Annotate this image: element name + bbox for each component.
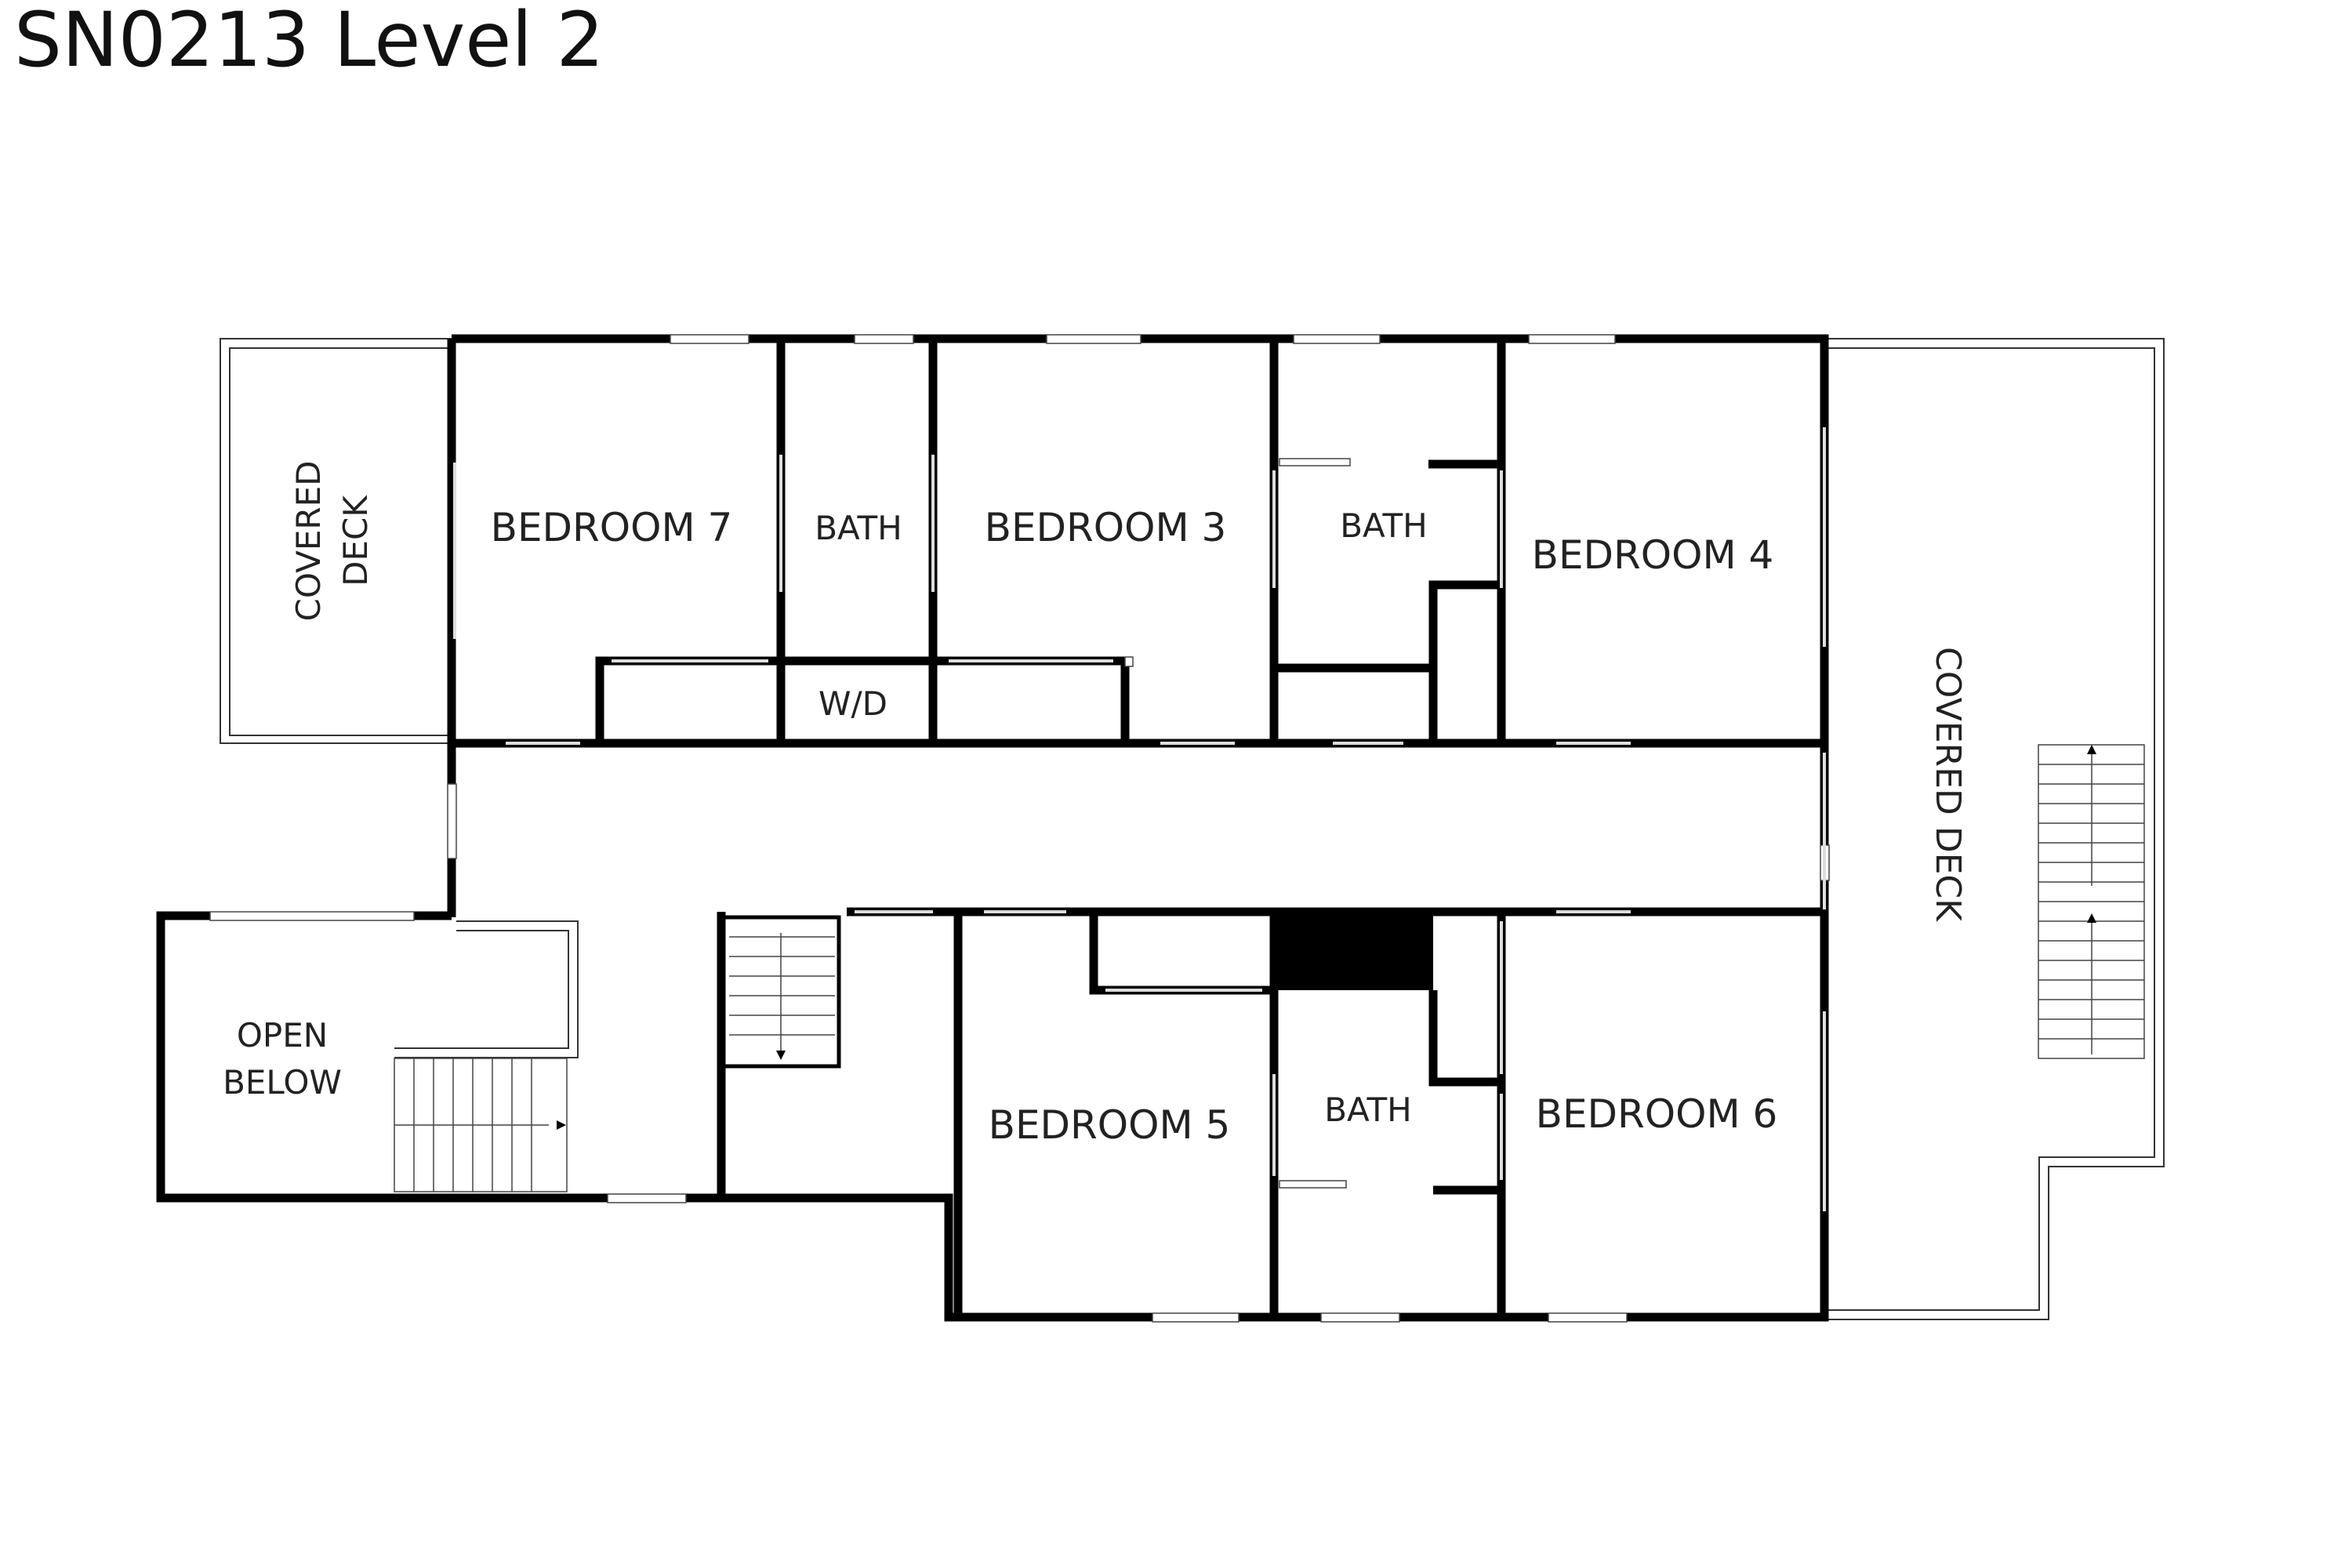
chimney-block	[1274, 912, 1433, 990]
right-covered-deck-outline	[1820, 338, 2165, 1320]
interior-stair	[717, 915, 841, 1198]
open-below-stair	[394, 1058, 568, 1192]
interior-walls	[595, 339, 1506, 1317]
label-bedroom-3: BEDROOM 3	[985, 505, 1227, 550]
label-covered-deck-left-line2: DECK	[336, 495, 375, 586]
label-bedroom-6: BEDROOM 6	[1536, 1091, 1778, 1137]
label-open-below-line2: BELOW	[223, 1063, 342, 1102]
left-covered-deck-outline	[220, 338, 456, 744]
door-openings	[453, 427, 1826, 1211]
label-bedroom-7: BEDROOM 7	[491, 505, 733, 550]
open-below-railing	[394, 920, 579, 1058]
page-title: SN0213 Level 2	[14, 0, 604, 84]
label-open-below-line1: OPEN	[237, 1016, 328, 1054]
label-bath-top-left: BATH	[815, 509, 902, 547]
label-bedroom-5: BEDROOM 5	[989, 1102, 1231, 1148]
label-covered-deck-left-line1: COVERED	[289, 461, 328, 622]
closet-shelves	[1279, 458, 1351, 1189]
label-bath-bottom: BATH	[1324, 1091, 1412, 1129]
label-bedroom-4: BEDROOM 4	[1532, 532, 1774, 578]
exterior-walls	[156, 334, 1829, 1322]
label-bath-top-right: BATH	[1340, 506, 1428, 545]
label-covered-deck-right: COVERED DECK	[1928, 647, 1968, 922]
label-wd: W/D	[818, 684, 887, 723]
deck-stair	[2038, 744, 2145, 1059]
